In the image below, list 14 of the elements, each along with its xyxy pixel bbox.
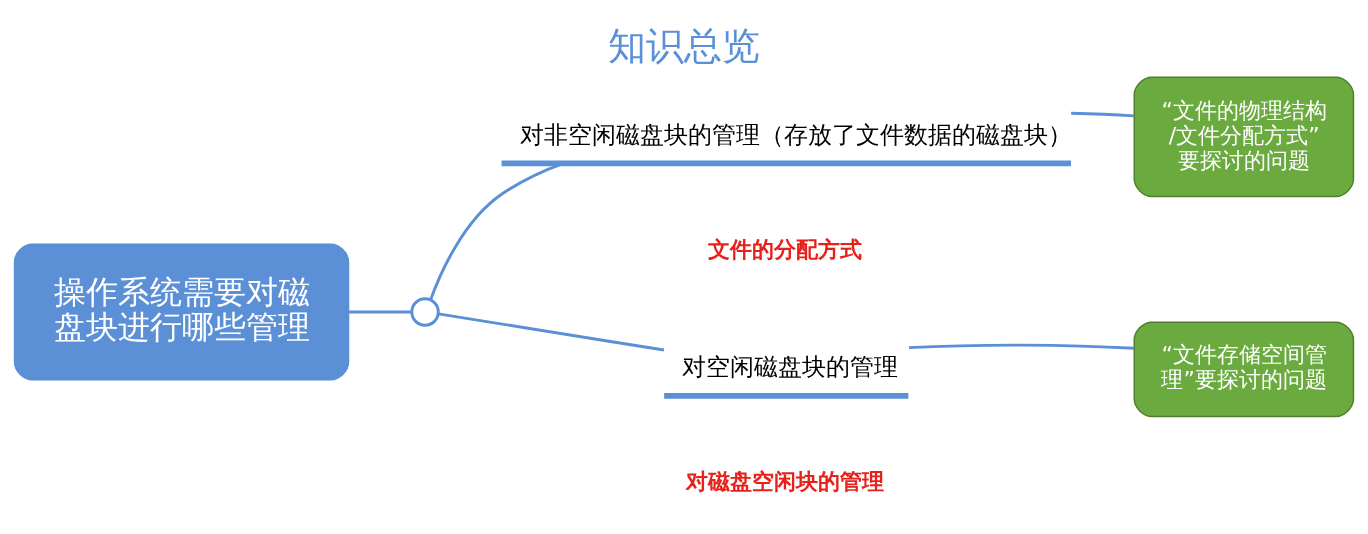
node-text: 对空闲磁盘块的管理: [681, 352, 898, 381]
connector: [908, 343, 1134, 350]
connector: [429, 161, 564, 300]
node-text: 对非空闲磁盘块的管理（存放了文件数据的磁盘块）: [519, 120, 1072, 149]
node-box: “文件存储空间管理”要探讨的问题: [1133, 321, 1355, 417]
diagram-title: 知识总览: [608, 22, 760, 68]
node-label: 对磁盘空闲块的管理: [686, 468, 885, 494]
connector: [1071, 111, 1134, 117]
node-box: 操作系统需要对磁盘块进行哪些管理: [13, 243, 350, 380]
node-box: “文件的物理结构/文件分配方式”要探讨的问题: [1133, 76, 1355, 197]
connector: [348, 310, 412, 313]
node-circle: [410, 296, 440, 327]
node-label: 文件的分配方式: [708, 236, 863, 262]
connector: [438, 311, 665, 351]
